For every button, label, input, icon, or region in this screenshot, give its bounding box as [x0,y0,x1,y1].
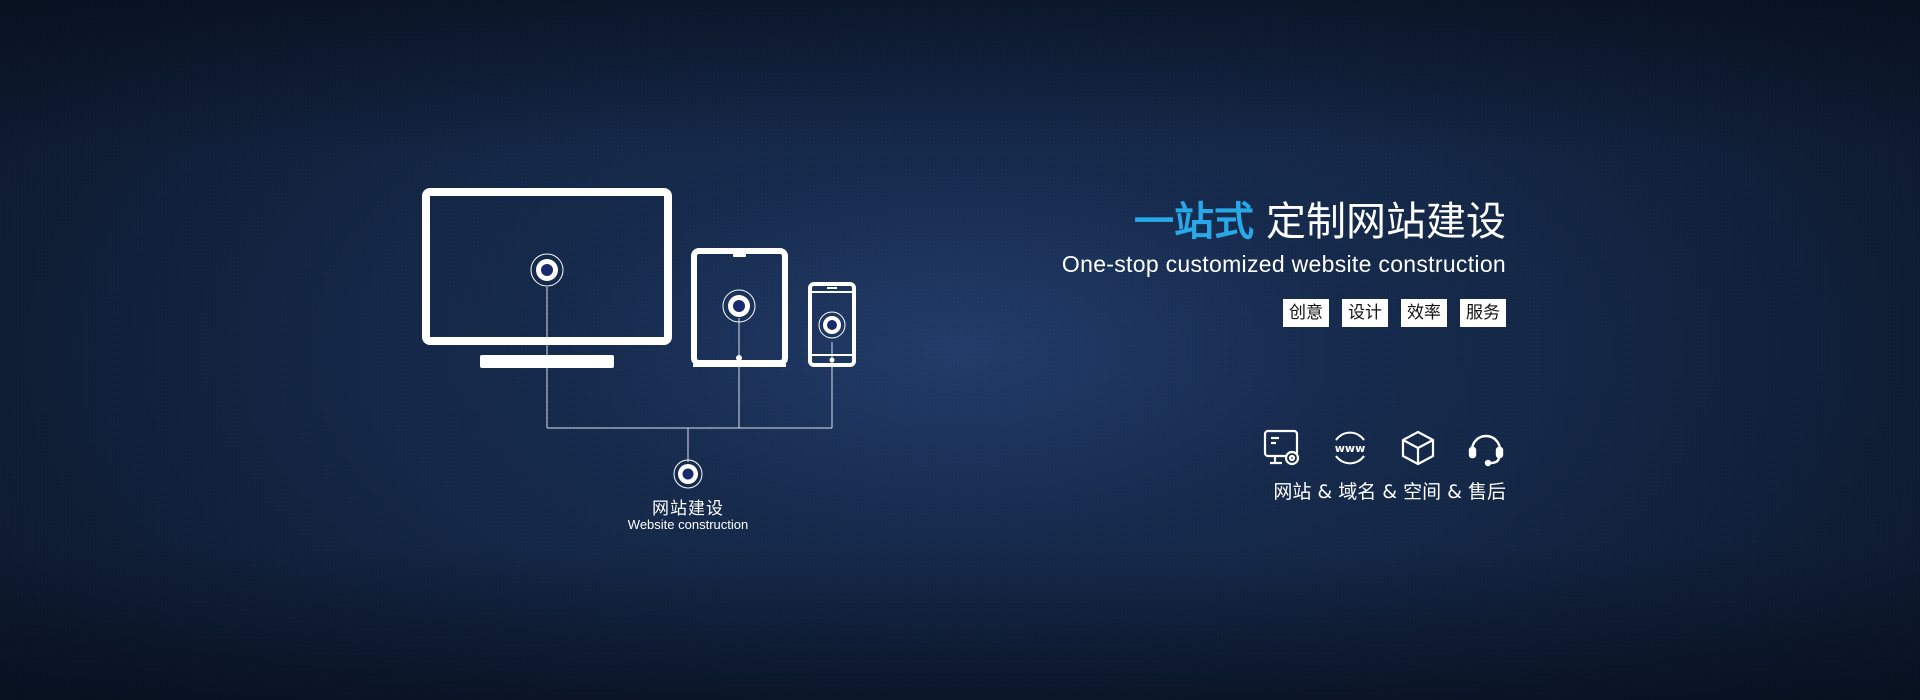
target-node-center [673,459,703,489]
cube-box-icon [1398,428,1438,468]
feature-tags: 创意 设计 效率 服务 [1283,299,1506,327]
headline: 一站式定制网站建设 [1134,198,1506,246]
service-icons: www [1262,428,1506,468]
monitor-icon [422,188,672,368]
target-node-tablet [722,289,756,323]
tag-design: 设计 [1342,299,1388,327]
node-label-en: Website construction [627,517,749,532]
tablet-icon [691,248,788,367]
tag-efficiency: 效率 [1401,299,1447,327]
connector-lines [546,287,833,462]
subline: One-stop customized website construction [1061,251,1506,277]
headset-icon [1466,428,1506,468]
node-label-cn: 网站建设 [652,499,724,519]
tag-creativity: 创意 [1283,299,1329,327]
headline-accent: 一站式 [1134,199,1254,245]
tag-service: 服务 [1460,299,1506,327]
svg-text:www: www [1335,442,1366,455]
target-node-monitor [530,253,564,287]
www-globe-icon: www [1330,428,1370,468]
website-settings-icon [1262,428,1302,468]
services-text: 网站 & 域名 & 空间 & 售后 [1273,481,1506,503]
phone-icon [808,282,856,367]
headline-rest: 定制网站建设 [1266,199,1506,245]
target-node-phone [818,311,846,339]
